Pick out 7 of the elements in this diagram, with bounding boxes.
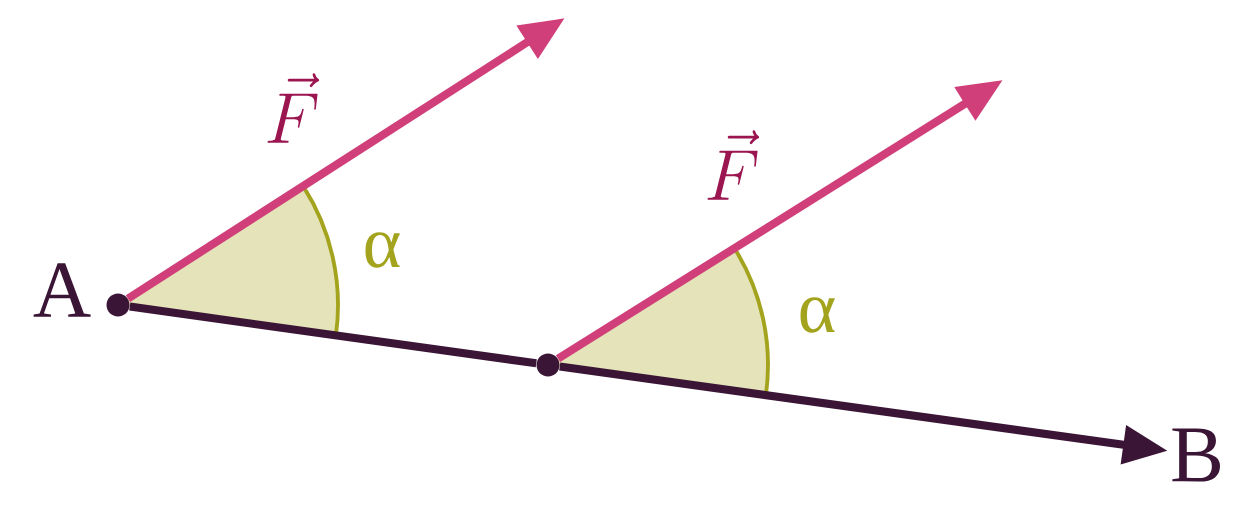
vector-label: $\vec{F}$	[707, 130, 760, 200]
point-dot	[536, 353, 560, 377]
angle-label: α	[365, 232, 400, 268]
angle-label: α	[800, 297, 835, 333]
point-label: B	[1172, 428, 1220, 482]
point-label: A	[33, 263, 91, 317]
vector-label: $\vec{F}$	[267, 73, 320, 143]
